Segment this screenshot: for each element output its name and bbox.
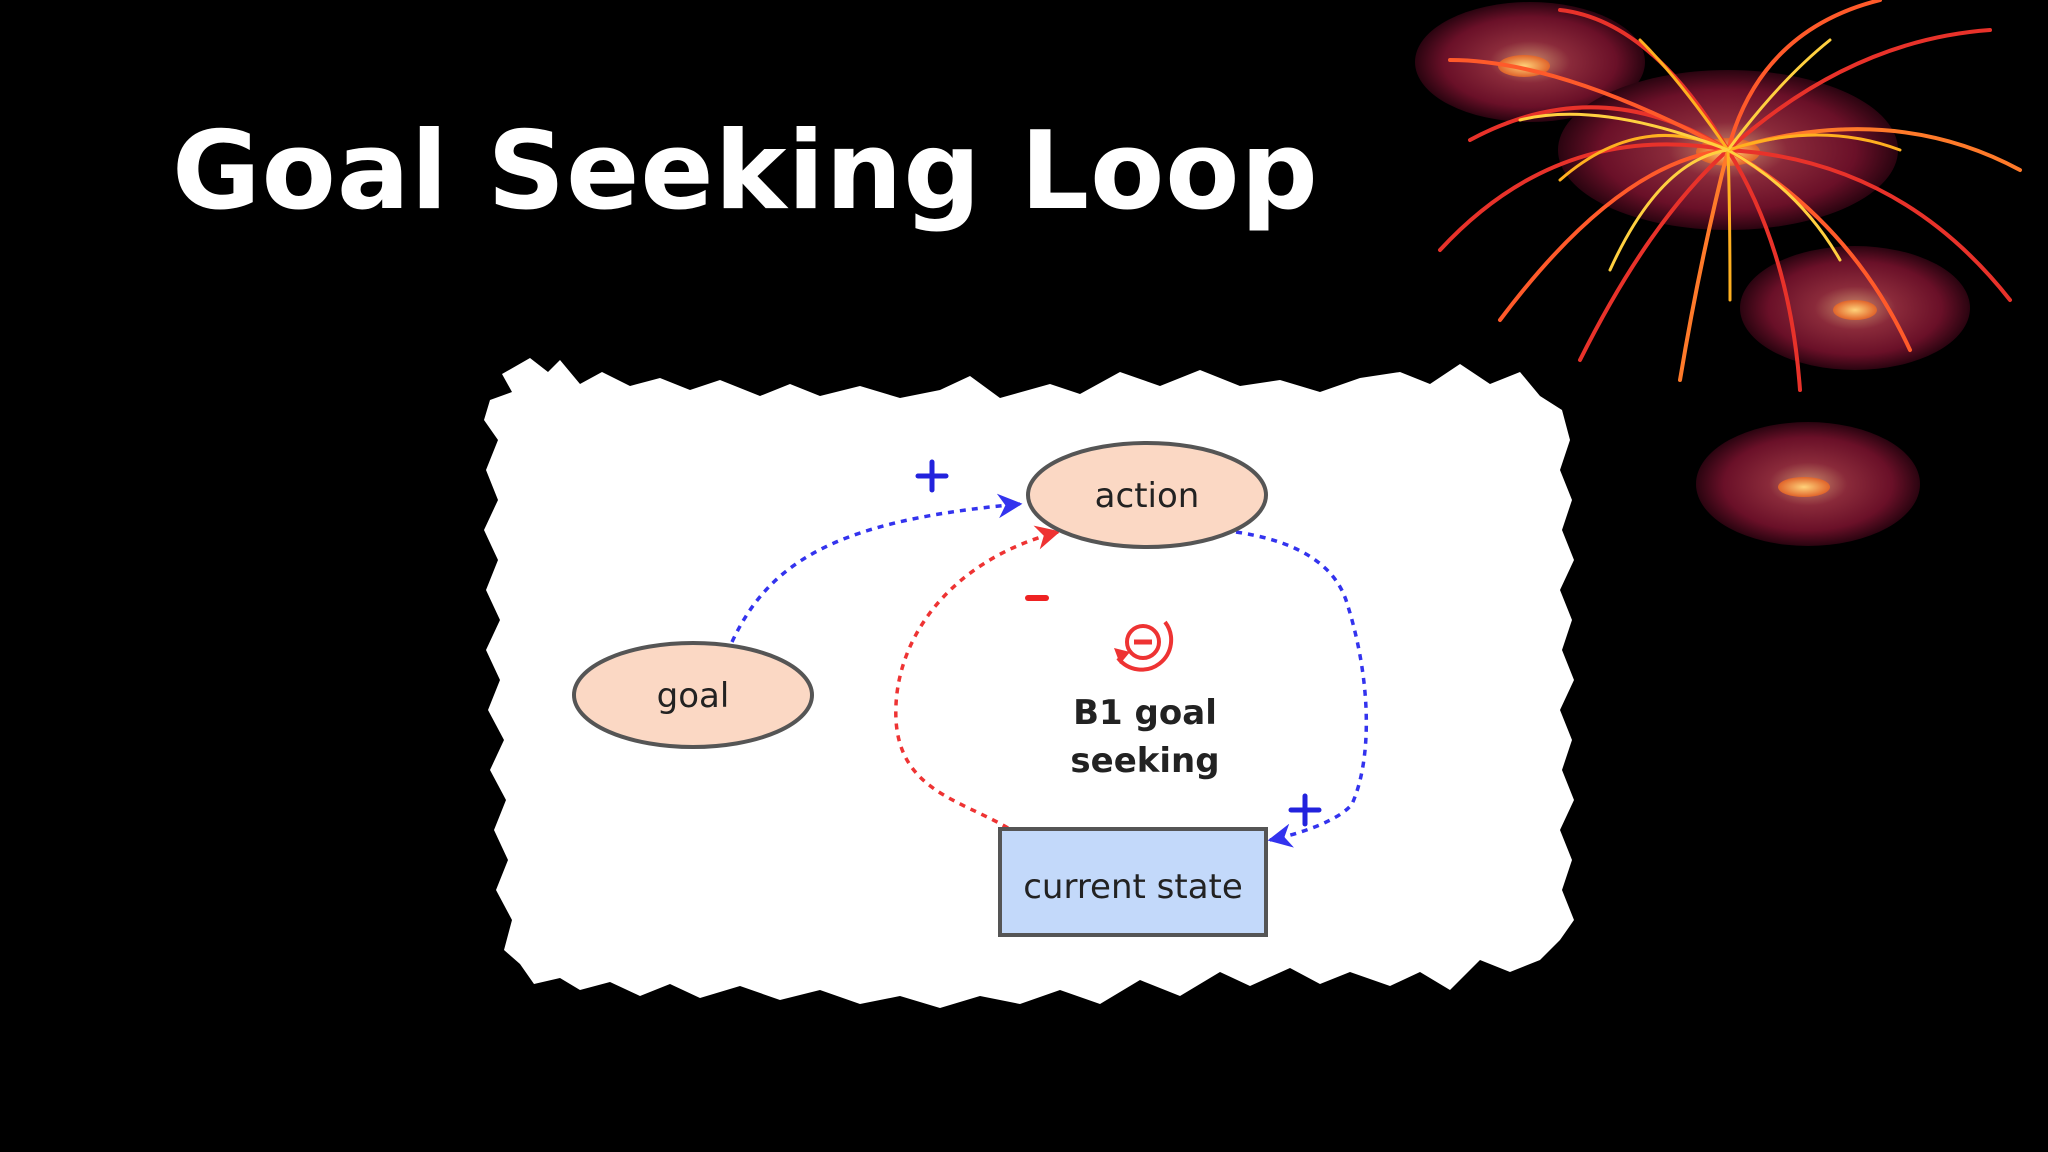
node-goal[interactable]: goal (572, 641, 814, 749)
node-action[interactable]: action (1026, 441, 1268, 549)
link-goal-to-action (730, 493, 1023, 643)
polarity-plus-marker (1288, 793, 1322, 827)
link-current-state-to-action (894, 525, 1061, 830)
link-action-to-current-state (1235, 530, 1369, 848)
firework-burst-icon (1415, 0, 2022, 546)
node-current-state-label: current state (1023, 867, 1243, 907)
node-current-state[interactable]: current state (998, 827, 1268, 937)
balancing-loop-icon (1114, 620, 1174, 672)
node-action-label: action (1095, 476, 1200, 516)
loop-label-line1: B1 goal (1073, 693, 1217, 733)
slide-title: Goal Seeking Loop (172, 109, 1319, 234)
torn-paper-panel (484, 358, 1574, 1008)
polarity-plus-marker (915, 459, 949, 493)
node-goal-label: goal (657, 676, 730, 716)
loop-label-line2: seeking (1070, 741, 1219, 781)
